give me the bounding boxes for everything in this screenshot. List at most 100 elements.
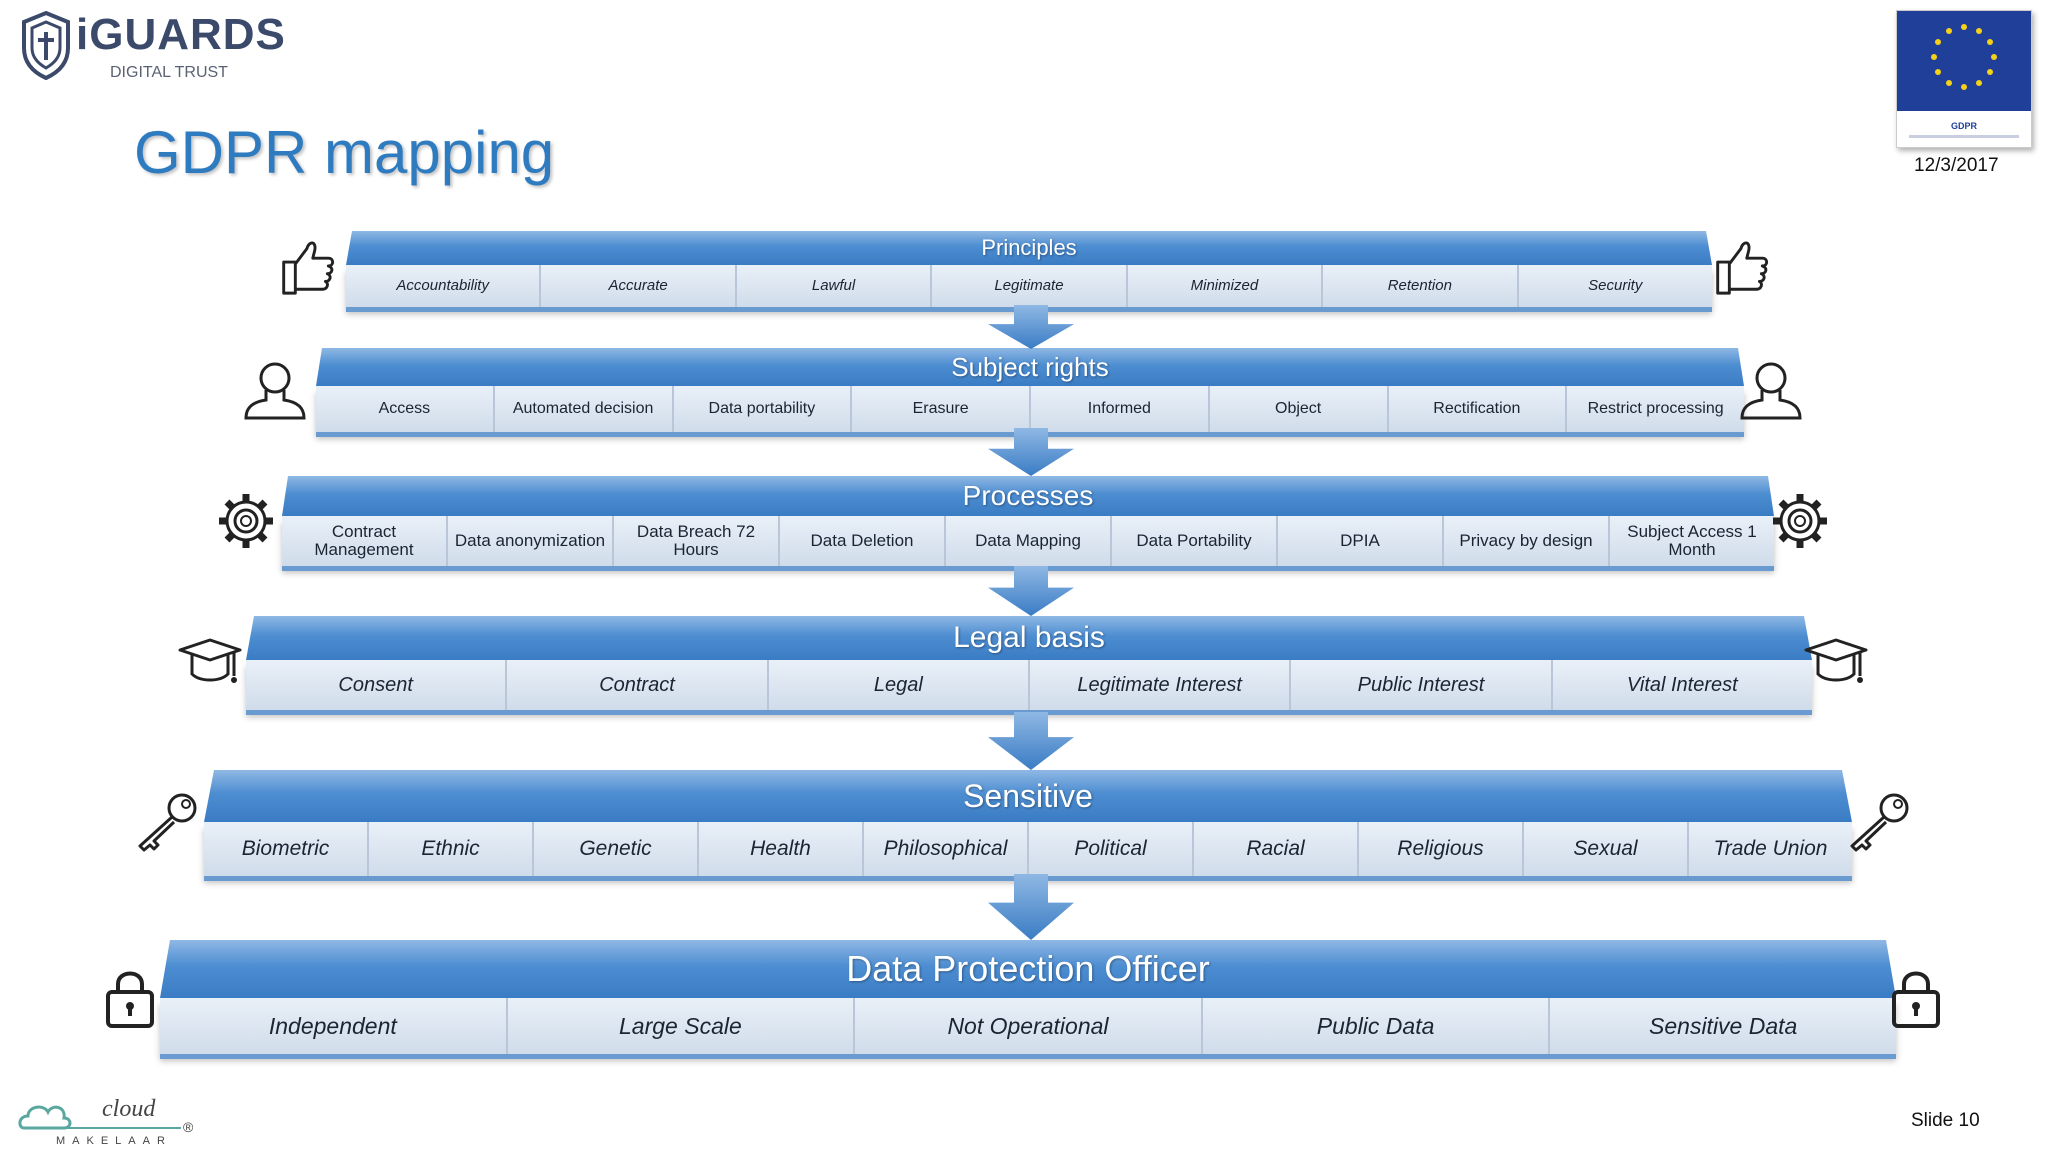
layer-item: Subject Access 1 Month	[1608, 516, 1774, 566]
layer-item: Privacy by design	[1442, 516, 1608, 566]
layer-item: Data Breach 72 Hours	[612, 516, 778, 566]
layer-item: Health	[697, 822, 862, 876]
layer-item: Independent	[268, 1012, 397, 1039]
down-arrow-icon	[988, 566, 1074, 616]
layer-item: Access	[378, 399, 431, 417]
eu-star-icon	[1931, 54, 1937, 60]
layer-item: Political	[1027, 822, 1192, 876]
brand-tagline: DIGITAL TRUST	[110, 64, 228, 81]
brand-name: iGUARDS	[76, 10, 286, 59]
down-arrow-icon	[988, 305, 1074, 349]
thumbs-up-icon	[282, 241, 335, 295]
eu-star-icon	[1991, 54, 1997, 60]
eu-flag-icon: GDPR	[1897, 11, 2031, 147]
eu-star-icon	[1946, 80, 1952, 86]
layer-item: Security	[1516, 265, 1712, 307]
layer-item: Restrict processing	[1565, 386, 1744, 432]
layer-item: Minimized	[1125, 265, 1321, 307]
layer-item: Data Deletion	[778, 516, 944, 566]
lock-icon	[1892, 971, 1940, 1028]
layer-item: Accurate	[539, 265, 734, 307]
layer-item: Racial	[1192, 822, 1357, 876]
cloud-makelaar-logo: cloud MAKELAAR ®	[18, 1096, 194, 1147]
layer-item: Sensitive Data	[1548, 998, 1896, 1054]
layer-item: Large Scale	[505, 998, 854, 1054]
layer-heading: Legal basis	[246, 616, 1812, 660]
layer-item: Vital Interest	[1550, 660, 1812, 710]
cloud-logo-subtext: MAKELAAR	[56, 1135, 172, 1147]
eu-star-icon	[1976, 80, 1982, 86]
slide-number: Slide 10	[1911, 1110, 1980, 1131]
layer-item: Public Data	[1200, 998, 1549, 1054]
layer-item: Legitimate Interest	[1027, 660, 1289, 710]
layer-item: Rectification	[1386, 386, 1566, 432]
page-title: GDPR mapping	[134, 119, 555, 186]
eu-star-icon	[1987, 39, 1993, 45]
gear-icon	[219, 494, 273, 548]
eu-star-icon	[1961, 24, 1967, 30]
layer-item: Consent	[338, 673, 413, 696]
layer-item: Legitimate	[930, 265, 1125, 307]
down-arrow-icon	[988, 874, 1074, 940]
eu-star-icon	[1935, 39, 1941, 45]
badge-text: GDPR	[1951, 121, 1978, 131]
layer-item: Retention	[1321, 265, 1516, 307]
layer-item: Contract Management	[314, 522, 414, 559]
cloud-logo-text: cloud	[102, 1096, 156, 1122]
eu-star-icon	[1976, 28, 1982, 34]
layer-item: Not Operational	[853, 998, 1201, 1054]
eu-star-icon	[1987, 69, 1993, 75]
key-icon	[138, 793, 197, 852]
layer-item: Data anonymization	[446, 516, 612, 566]
layer-item: Object	[1207, 386, 1387, 432]
eu-star-icon	[1961, 84, 1967, 90]
person-icon	[1740, 362, 1802, 420]
layer-item: Automated decision	[492, 386, 672, 432]
person-icon	[244, 362, 306, 420]
gear-icon	[1773, 494, 1827, 548]
layer-item: Contract	[505, 660, 766, 710]
layer-item: Legal	[766, 660, 1028, 710]
layer-item: Erasure	[850, 386, 1029, 432]
layer-item: Public Interest	[1289, 660, 1550, 710]
eu-star-icon	[1946, 28, 1952, 34]
layer-item: Philosophical	[862, 822, 1027, 876]
cloud-logo-mark: ®	[183, 1119, 194, 1135]
slide-date: 12/3/2017	[1914, 155, 1999, 176]
eu-star-icon	[1935, 69, 1941, 75]
layer-item: Informed	[1029, 386, 1208, 432]
layer-item: Genetic	[532, 822, 697, 876]
gdpr-badge: GDPR	[1896, 10, 2032, 148]
thumbs-up-icon	[1716, 241, 1769, 295]
layer-heading: Subject rights	[316, 348, 1744, 386]
iguards-shield-logo	[22, 10, 70, 80]
graduation-cap-icon	[1804, 638, 1868, 683]
layer-item: Accountability	[396, 277, 489, 295]
lock-icon	[106, 971, 154, 1028]
layer-item: Religious	[1357, 822, 1522, 876]
layer-heading: Processes	[282, 476, 1774, 516]
layer-item: DPIA	[1276, 516, 1442, 566]
layer-item: Data Portability	[1110, 516, 1276, 566]
layer-item: Ethnic	[367, 822, 532, 876]
layer-item: Sexual	[1522, 822, 1687, 876]
down-arrow-icon	[988, 428, 1074, 476]
layer-item: Data portability	[671, 386, 851, 432]
layer-item: Trade Union	[1687, 822, 1852, 876]
layer-heading: Principles	[346, 231, 1712, 265]
layer-heading: Sensitive	[204, 770, 1852, 822]
graduation-cap-icon	[178, 638, 242, 683]
layer-heading: Data Protection Officer	[160, 940, 1896, 998]
